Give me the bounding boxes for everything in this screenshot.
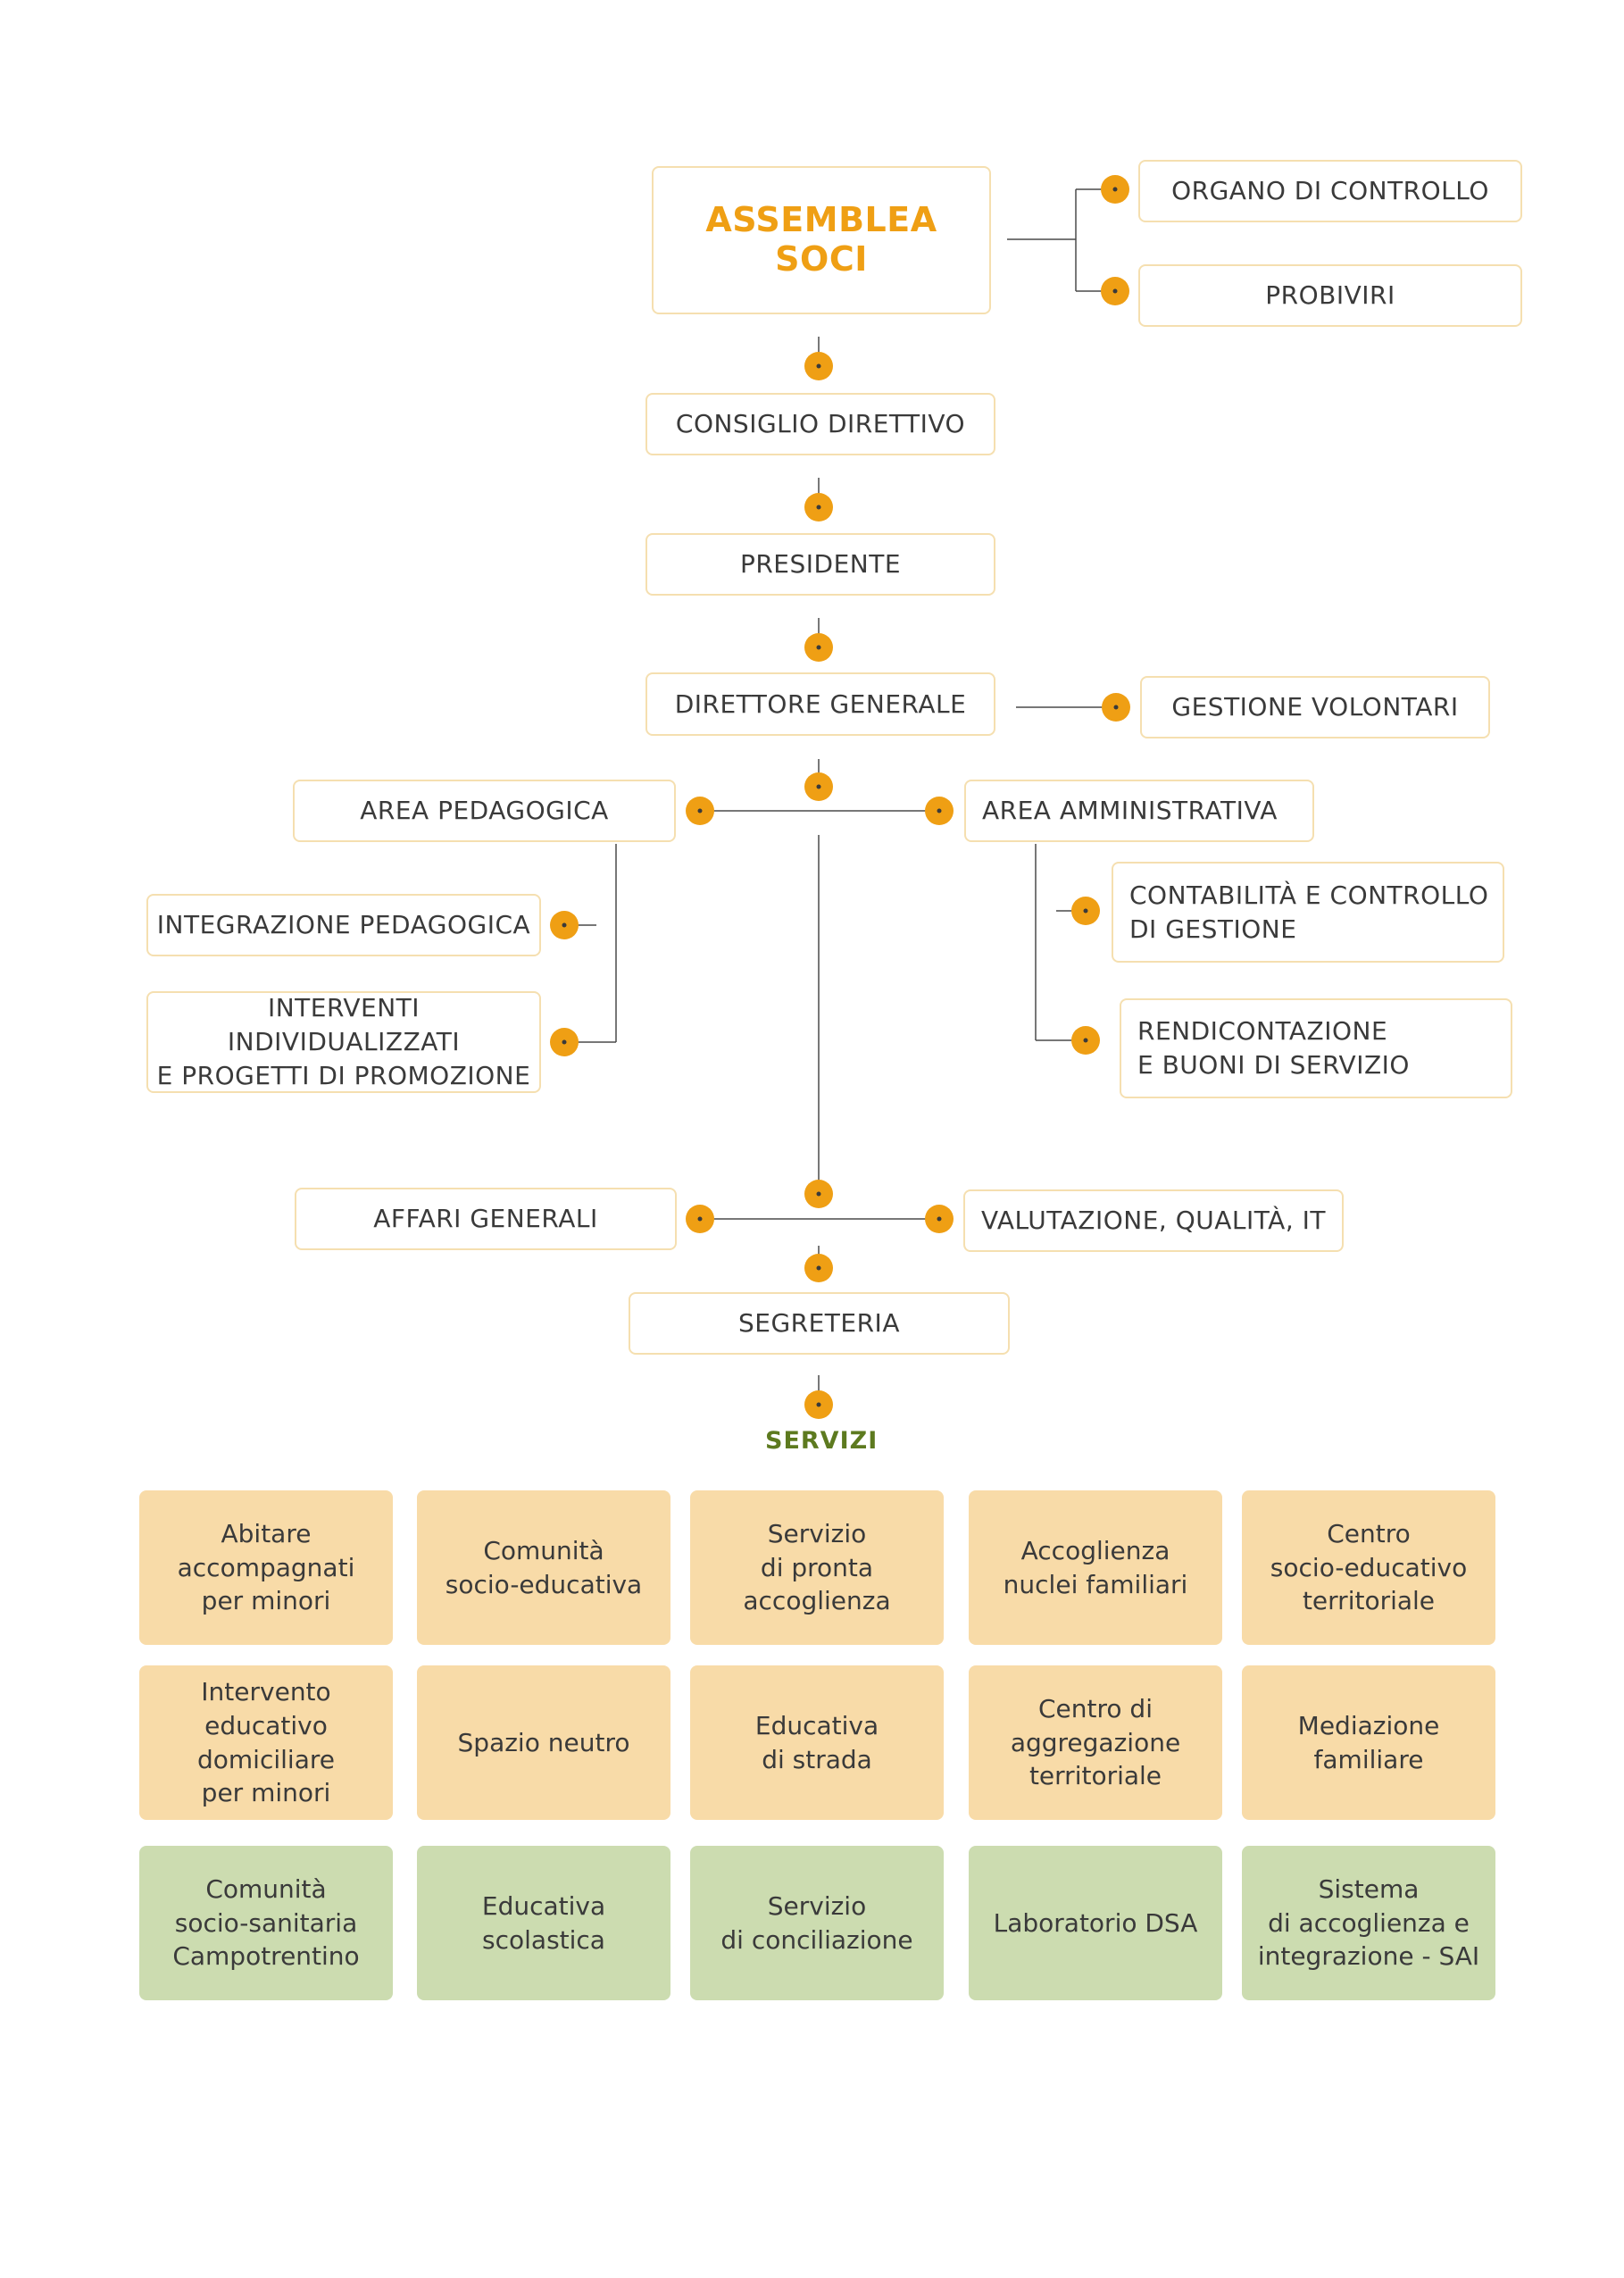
service-centro-aggregazione: Centro di aggregazione territoriale [969,1665,1222,1820]
service-abitare-accompagnati: Abitare accompagnati per minori [139,1490,393,1645]
service-sai: Sistema di accoglienza e integrazione - … [1242,1846,1495,2000]
organo-controllo-box: ORGANO DI CONTROLLO [1138,160,1522,222]
service-accoglienza-nuclei: Accoglienza nuclei familiari [969,1490,1222,1645]
contabilita-box: CONTABILITÀ E CONTROLLO DI GESTIONE [1112,862,1504,963]
probiviri-box: PROBIVIRI [1138,264,1522,327]
area-amministrativa-box: AREA AMMINISTRATIVA [964,780,1314,842]
service-comunita-socio-educativa: Comunità socio-educativa [417,1490,670,1645]
rendicontazione-box: RENDICONTAZIONE E BUONI DI SERVIZIO [1120,998,1512,1098]
service-intervento-domiciliare: Intervento educativo domiciliare per min… [139,1665,393,1820]
servizi-title: SERVIZI [765,1427,879,1455]
service-educativa-strada: Educativa di strada [690,1665,944,1820]
valutazione-qualita-it-box: VALUTAZIONE, QUALITÀ, IT [963,1189,1344,1252]
service-pronta-accoglienza: Servizio di pronta accoglienza [690,1490,944,1645]
integrazione-pedagogica-box: INTEGRAZIONE PEDAGOGICA [146,894,541,956]
service-educativa-scolastica: Educativa scolastica [417,1846,670,2000]
segreteria-box: SEGRETERIA [629,1292,1010,1355]
assemblea-soci-box: ASSEMBLEA SOCI [652,166,991,314]
gestione-volontari-box: GESTIONE VOLONTARI [1140,676,1490,738]
service-conciliazione: Servizio di conciliazione [690,1846,944,2000]
service-spazio-neutro: Spazio neutro [417,1665,670,1820]
service-mediazione-familiare: Mediazione familiare [1242,1665,1495,1820]
service-laboratorio-dsa: Laboratorio DSA [969,1846,1222,2000]
consiglio-direttivo-box: CONSIGLIO DIRETTIVO [645,393,995,455]
service-comunita-socio-sanitaria: Comunità socio-sanitaria Campotrentino [139,1846,393,2000]
service-centro-socio-educativo: Centro socio-educativo territoriale [1242,1490,1495,1645]
presidente-box: PRESIDENTE [645,533,995,596]
affari-generali-box: AFFARI GENERALI [295,1188,677,1250]
interventi-individualizzati-box: INTERVENTI INDIVIDUALIZZATI E PROGETTI D… [146,991,541,1093]
direttore-generale-box: DIRETTORE GENERALE [645,672,995,736]
area-pedagogica-box: AREA PEDAGOGICA [293,780,676,842]
